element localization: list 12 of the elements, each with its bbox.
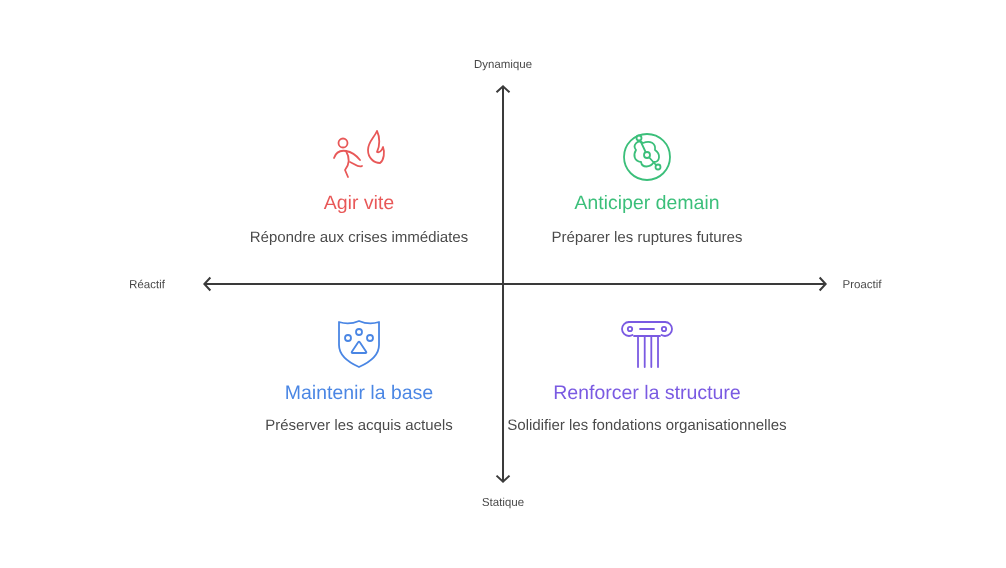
axis-label: Statique xyxy=(482,497,524,509)
quadrant-title: Maintenir la base xyxy=(286,384,433,400)
axis-label: Proactif xyxy=(843,279,882,289)
quadrant-description: Répondre aux crises immédiates xyxy=(251,230,468,246)
axis-label: Réactif xyxy=(130,279,165,289)
quadrant-description: Préserver les acquis actuels xyxy=(266,418,453,434)
quadrant-title: Agir vite xyxy=(323,194,394,214)
quadrant-description: Préparer les ruptures futures xyxy=(552,230,742,246)
quadrant-title: Renforcer la structure xyxy=(554,384,740,400)
quadrant-description: Solidifier les fondations organisationnelles xyxy=(508,419,787,433)
axis-label: Dynamique xyxy=(474,59,532,71)
quadrant-title: Anticiper demain xyxy=(574,194,719,214)
